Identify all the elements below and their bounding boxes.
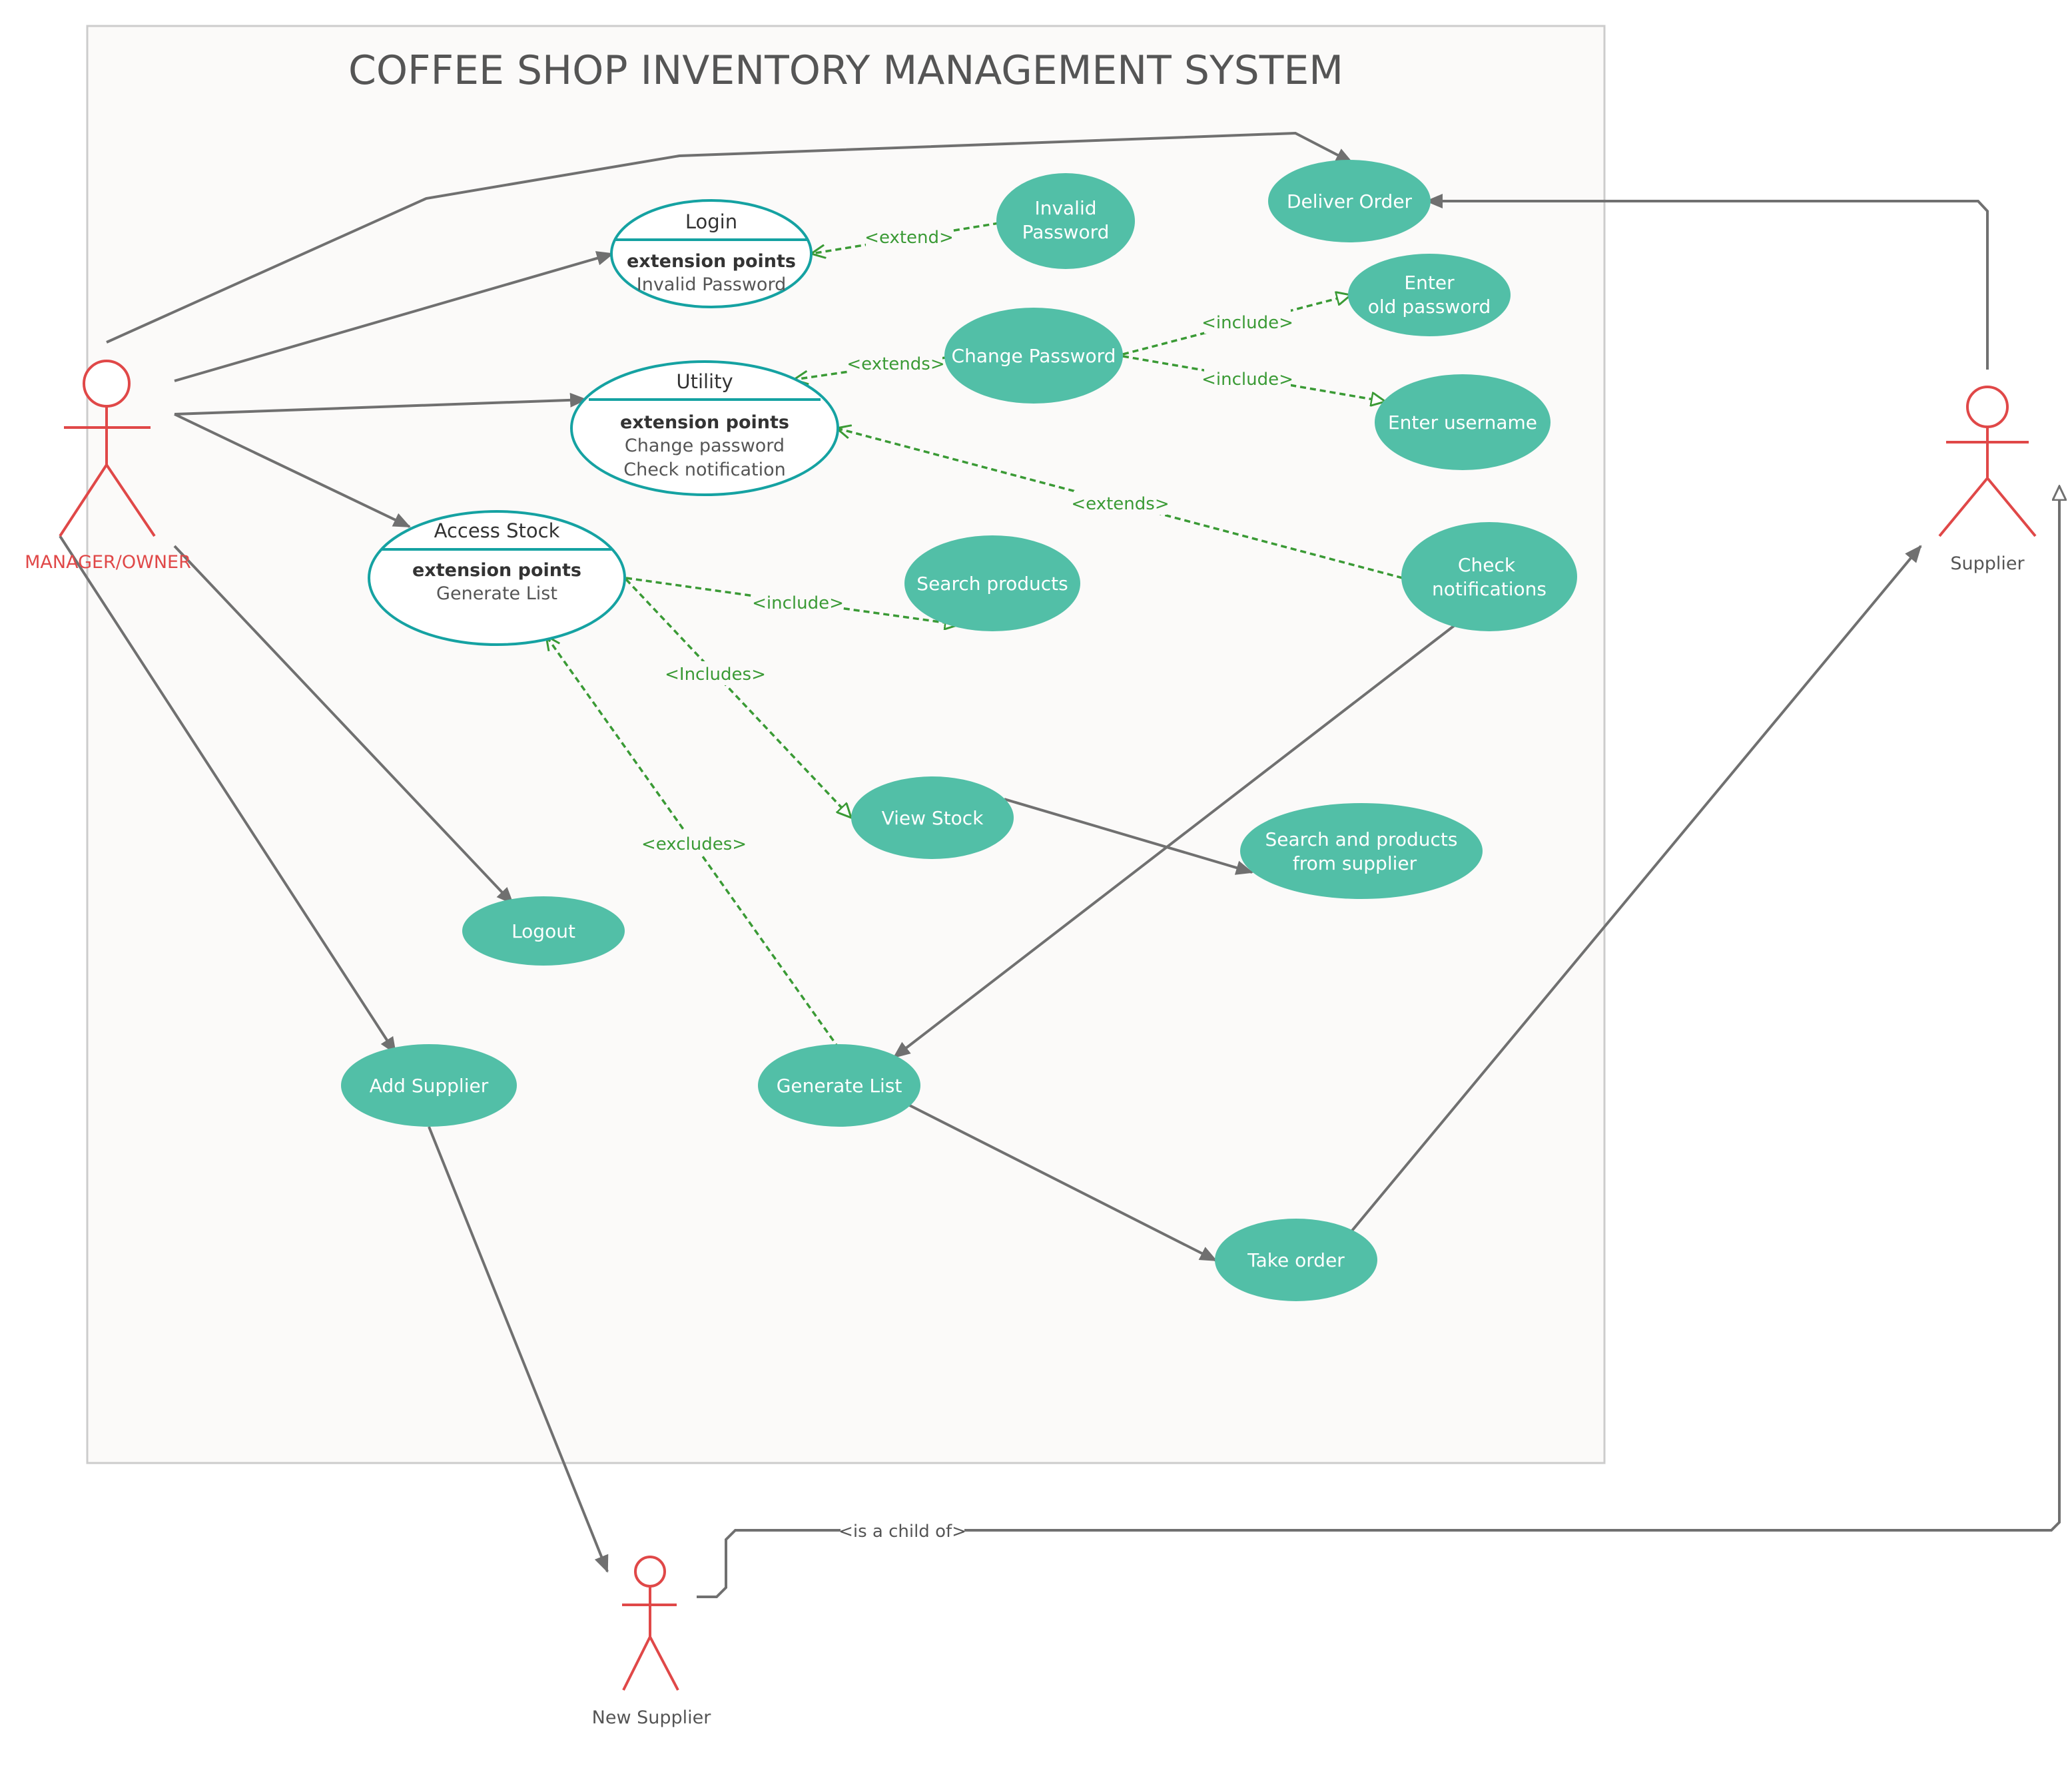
- assoc-supplier-deliver-order: [1425, 194, 1989, 370]
- assoc-add-supplier-new-supplier: [428, 1126, 609, 1573]
- assoc-manager-access-stock: [174, 413, 411, 528]
- usecase-add-supplier[interactable]: Add Supplier: [341, 1044, 517, 1127]
- usecase-deliver-order-label: Deliver Order: [1287, 190, 1413, 212]
- usecase-search-supplier-line-1: Search and products: [1265, 828, 1458, 850]
- usecase-change-password[interactable]: Change Password: [944, 308, 1123, 404]
- usecase-enter-old-password-line-2: old password: [1368, 296, 1491, 318]
- usecase-view-stock[interactable]: View Stock: [851, 776, 1014, 859]
- label-include-username: <include>: [1202, 370, 1293, 390]
- label-includes-view: <Includes>: [665, 665, 766, 685]
- usecase-generate-list[interactable]: Generate List: [758, 1044, 920, 1127]
- usecase-logout-label: Logout: [512, 920, 575, 942]
- usecase-access-stock-name: Access Stock: [434, 519, 560, 542]
- assoc-generate-list-take-order: [906, 1103, 1217, 1262]
- usecase-utility-point-1: Change password: [625, 436, 785, 456]
- assoc-notifications-generate-list: [892, 622, 1459, 1059]
- label-excludes-generate: <excludes>: [641, 834, 747, 854]
- relation-labels: <extend> <extends> <include> <include> <…: [641, 224, 1293, 1542]
- usecase-search-supplier-line-2: from supplier: [1293, 852, 1417, 874]
- label-is-child-of: <is a child of>: [839, 1522, 966, 1542]
- assoc-manager-login: [174, 251, 614, 382]
- usecase-access-stock-heading: extension points: [412, 560, 581, 581]
- usecase-enter-old-password-line-1: Enter: [1404, 272, 1455, 294]
- usecase-login-name: Login: [685, 210, 737, 233]
- actor-supplier-label: Supplier: [1950, 553, 2025, 574]
- usecase-invalid-password[interactable]: Invalid Password: [996, 173, 1135, 269]
- actor-manager-owner[interactable]: MANAGER/OWNER: [25, 360, 191, 573]
- usecase-utility-heading: extension points: [620, 412, 789, 433]
- usecase-view-stock-label: View Stock: [882, 807, 984, 829]
- label-extends-notifications: <extends>: [1071, 494, 1169, 514]
- usecase-take-order-label: Take order: [1247, 1249, 1345, 1271]
- dep-access-stock-view-stock: [625, 578, 851, 818]
- usecase-enter-username[interactable]: Enter username: [1375, 374, 1551, 470]
- usecase-search-products[interactable]: Search products: [904, 535, 1080, 631]
- label-extend-login: <extend>: [864, 228, 954, 248]
- actor-manager-owner-label: MANAGER/OWNER: [25, 552, 191, 573]
- assoc-manager-deliver-order: [106, 131, 1353, 344]
- usecase-login-heading: extension points: [627, 251, 796, 272]
- usecase-invalid-password-line-2: Password: [1022, 221, 1110, 243]
- usecase-search-supplier[interactable]: Search and products from supplier: [1240, 803, 1483, 899]
- assoc-take-order-supplier: [1351, 545, 1922, 1232]
- usecase-add-supplier-label: Add Supplier: [370, 1075, 489, 1097]
- usecase-deliver-order[interactable]: Deliver Order: [1268, 160, 1431, 242]
- label-extends-change-password: <extends>: [847, 354, 944, 374]
- usecase-take-order[interactable]: Take order: [1215, 1219, 1377, 1301]
- usecase-generate-list-label: Generate List: [777, 1075, 902, 1097]
- usecase-check-notifications[interactable]: Check notifications: [1401, 522, 1577, 631]
- usecase-invalid-password-line-1: Invalid: [1034, 197, 1096, 219]
- usecase-access-stock[interactable]: Access Stock extension points Generate L…: [368, 510, 626, 646]
- label-include-old-password: <include>: [1202, 313, 1293, 333]
- actor-supplier[interactable]: Supplier: [1938, 386, 2037, 574]
- usecase-check-notifications-line-1: Check: [1458, 554, 1516, 576]
- usecase-utility[interactable]: Utility extension points Change password…: [570, 360, 839, 496]
- usecase-change-password-label: Change Password: [952, 345, 1116, 367]
- dep-access-stock-search-products: [625, 577, 959, 625]
- usecase-utility-point-2: Check notification: [623, 459, 785, 480]
- association-lines: [59, 131, 2059, 1598]
- actor-new-supplier-label: New Supplier: [592, 1707, 712, 1728]
- generalization-new-supplier-supplier: [697, 486, 2059, 1598]
- usecase-login[interactable]: Login extension points Invalid Password: [610, 199, 813, 308]
- usecase-login-point: Invalid Password: [637, 274, 786, 295]
- usecase-access-stock-point: Generate List: [436, 583, 557, 604]
- assoc-view-stock-search-supplier: [1004, 798, 1253, 875]
- label-include-search: <include>: [752, 593, 844, 613]
- usecase-check-notifications-line-2: notifications: [1432, 578, 1547, 600]
- usecase-enter-username-label: Enter username: [1388, 412, 1537, 434]
- assoc-manager-add-supplier: [59, 535, 397, 1055]
- diagram-title: COFFEE SHOP INVENTORY MANAGEMENT SYSTEM: [348, 47, 1343, 94]
- system-boundary: [86, 25, 1606, 1464]
- usecase-utility-name: Utility: [676, 370, 733, 393]
- assoc-manager-logout: [173, 545, 514, 905]
- assoc-manager-utility: [174, 392, 587, 416]
- usecase-enter-old-password[interactable]: Enter old password: [1348, 254, 1511, 336]
- usecases: Deliver Order Invalid Password Enter old…: [341, 160, 1577, 1301]
- actor-new-supplier[interactable]: New Supplier: [592, 1556, 712, 1728]
- usecase-search-products-label: Search products: [916, 573, 1068, 595]
- usecase-logout[interactable]: Logout: [462, 896, 625, 966]
